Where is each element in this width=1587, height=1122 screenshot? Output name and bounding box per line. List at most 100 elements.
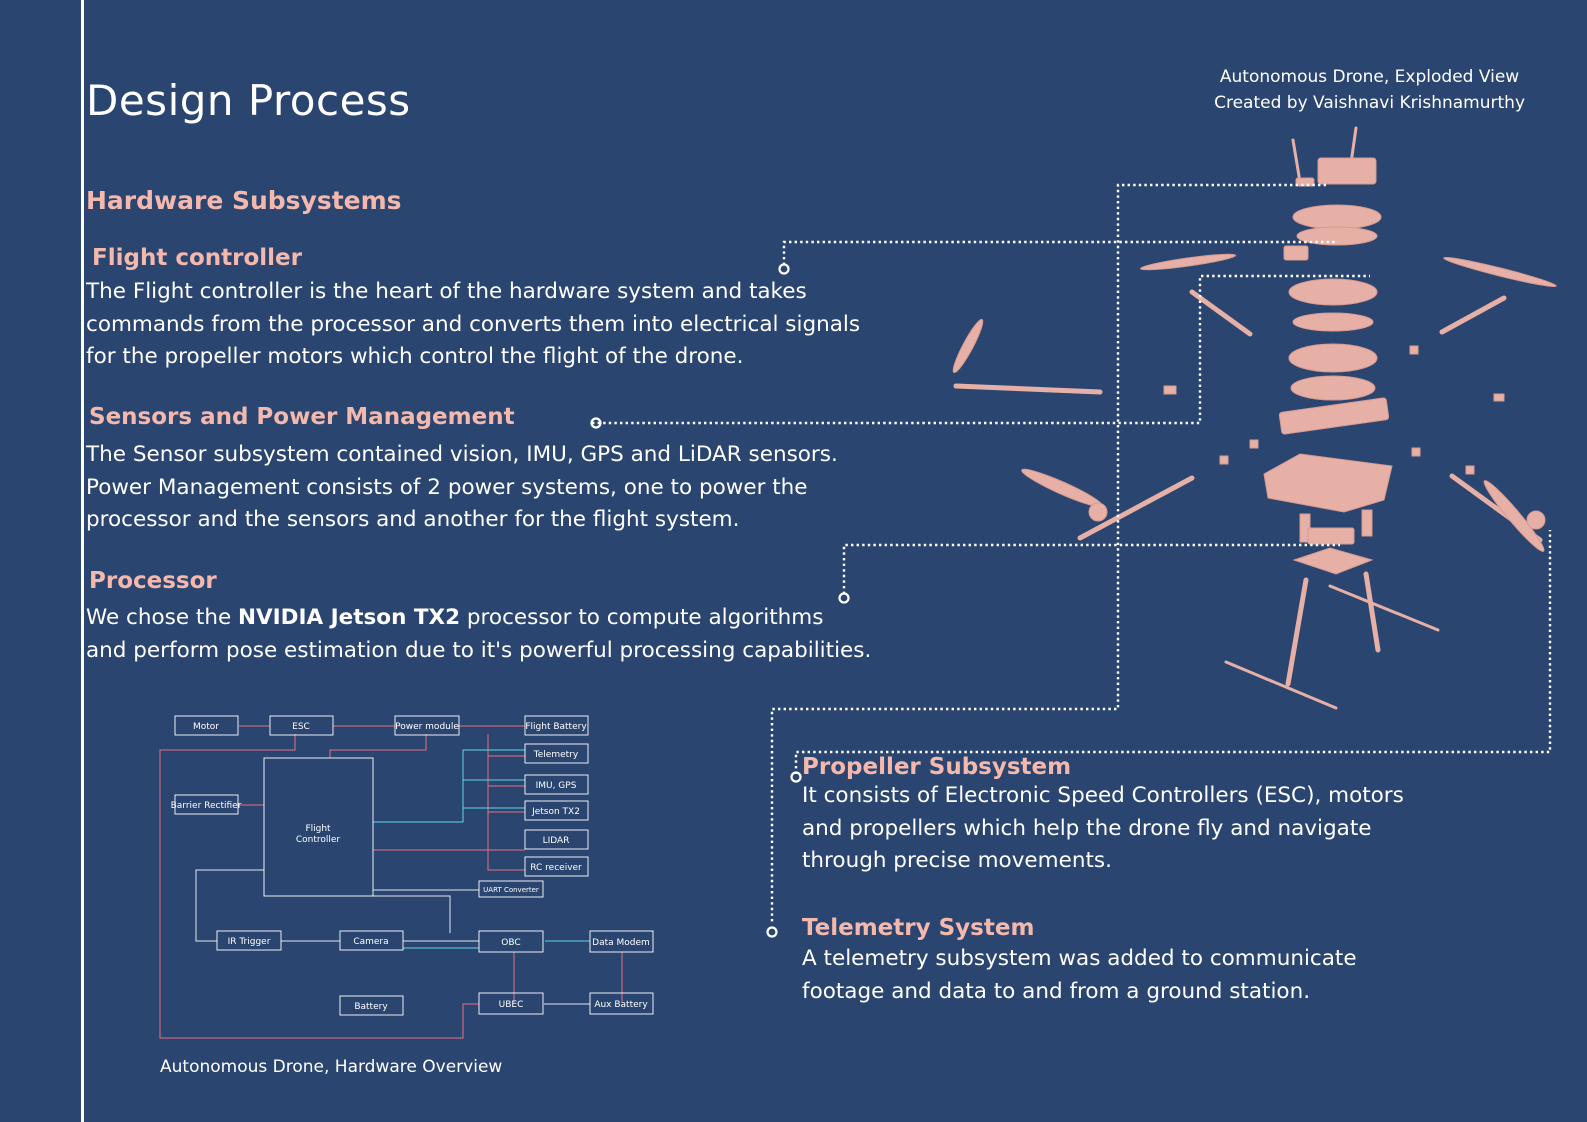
block-label: ESC: [292, 722, 310, 732]
frame-plate: [1288, 278, 1378, 306]
hardware-subsystems-heading: Hardware Subsystems: [86, 186, 402, 215]
landing-skid: [1328, 584, 1440, 632]
exploded-view-credits: Autonomous Drone, Exploded View Created …: [1214, 64, 1525, 116]
arm-upper-left: [1189, 289, 1253, 337]
mount-rails: [1278, 397, 1390, 435]
sensors-heading: Sensors and Power Management: [89, 404, 515, 430]
block-aux-battery: Aux Battery: [589, 992, 654, 1015]
text-line: The Sensor subsystem contained vision, I…: [86, 442, 838, 467]
block-ubec: UBEC: [478, 992, 544, 1015]
wire: [373, 749, 525, 823]
block-battery: Battery: [339, 995, 404, 1016]
left-margin-rule: [81, 0, 84, 1122]
propeller-blade: [1139, 253, 1237, 271]
bolt: [1465, 465, 1475, 475]
block-lidar: LIDAR: [524, 829, 589, 850]
leader-flight-controller: [782, 240, 1338, 265]
block-uart-converter: UART Converter: [478, 880, 544, 898]
camera-mount: [1307, 527, 1355, 545]
credits-line-1: Autonomous Drone, Exploded View: [1219, 67, 1520, 87]
wire: [195, 869, 264, 942]
block-label: Controller: [296, 835, 341, 845]
block-label: Flight Battery: [525, 722, 587, 732]
motor: [1526, 510, 1546, 530]
block-obc: OBC: [478, 930, 544, 953]
telemetry-module: [1317, 157, 1377, 185]
bolt: [1219, 455, 1229, 465]
wire: [373, 895, 451, 933]
block-label: IMU, GPS: [536, 781, 577, 791]
wire: [329, 734, 427, 758]
processor-heading: Processor: [89, 568, 217, 594]
text-line: commands from the processor and converts…: [86, 311, 861, 337]
block-jetson: Jetson TX2: [524, 800, 589, 821]
marker-telemetry: [766, 926, 778, 938]
block-label: Telemetry: [533, 750, 579, 760]
block-camera: Camera: [339, 930, 404, 951]
block-telemetry: Telemetry: [524, 743, 589, 764]
text-line: footage and data to and from a ground st…: [802, 978, 1311, 1004]
wire: [159, 734, 479, 1039]
antenna-left: [1291, 138, 1302, 184]
block-label: LIDAR: [543, 836, 570, 846]
gps-module: [1283, 245, 1309, 261]
marker-processor: [838, 592, 850, 604]
text-fragment: processor to compute algorithms: [460, 605, 824, 630]
landing-skid: [1224, 660, 1338, 710]
arm-upper-right: [1439, 295, 1507, 335]
credits-line-2: Created by Vaishnavi Krishnamurthy: [1214, 93, 1525, 113]
landing-leg: [1363, 571, 1381, 653]
block-label: Battery: [354, 1002, 388, 1012]
frame-plate: [1288, 343, 1378, 373]
arm-left: [953, 383, 1103, 395]
block-label: Power module: [395, 722, 459, 732]
sensors-text: The Sensor subsystem contained vision, I…: [86, 439, 838, 537]
motor: [1088, 502, 1108, 522]
bolt: [1249, 439, 1259, 449]
block-label: Jetson TX2: [531, 807, 580, 817]
propeller-heading: Propeller Subsystem: [802, 754, 1072, 780]
block-flight-battery: Flight Battery: [524, 715, 589, 736]
block-label: Flight: [305, 824, 331, 834]
processor-name: NVIDIA Jetson TX2: [238, 605, 461, 630]
leader-propeller: [794, 530, 1552, 774]
text-line: through precise movements.: [802, 848, 1112, 874]
marker-flight-controller: [778, 263, 790, 275]
text-line: The Flight controller is the heart of th…: [86, 279, 807, 304]
lower-plate: [1292, 547, 1374, 575]
page-title: Design Process: [86, 76, 411, 125]
flight-controller-text: The Flight controller is the heart of th…: [86, 276, 860, 374]
text-line: processor and the sensors and another fo…: [86, 507, 740, 533]
propeller-blade: [952, 318, 984, 374]
marker-propeller: [790, 771, 802, 783]
propeller-blade: [1443, 256, 1557, 288]
arm-lower-left: [1077, 475, 1195, 541]
block-power-module: Power module: [394, 715, 460, 736]
propeller-text: It consists of Electronic Speed Controll…: [802, 780, 1404, 878]
leader-telemetry: [770, 183, 1326, 924]
block-label: Data Modem: [592, 938, 650, 948]
block-label: Motor: [193, 722, 219, 732]
block-imu-gps: IMU, GPS: [524, 774, 589, 795]
block-data-modem: Data Modem: [589, 930, 654, 953]
flight-controller-board: [1292, 312, 1374, 332]
block-ir-trigger: IR Trigger: [216, 930, 282, 951]
connector: [1295, 177, 1315, 187]
text-line: Power Management consists of 2 power sys…: [86, 474, 808, 500]
block-label: UART Converter: [483, 886, 539, 894]
block-label: Aux Battery: [594, 1000, 648, 1010]
esc: [1493, 393, 1505, 402]
jetson-enclosure: [1263, 453, 1393, 513]
esc: [1163, 385, 1177, 395]
block-label: OBC: [501, 938, 520, 948]
block-esc: ESC: [269, 715, 334, 736]
standoff: [1361, 509, 1373, 537]
block-label: UBEC: [499, 1000, 524, 1010]
frame-plate: [1296, 226, 1378, 246]
block-barrier-rectifier: Barrier Rectifier: [171, 794, 242, 815]
block-label: Barrier Rectifier: [171, 801, 242, 811]
